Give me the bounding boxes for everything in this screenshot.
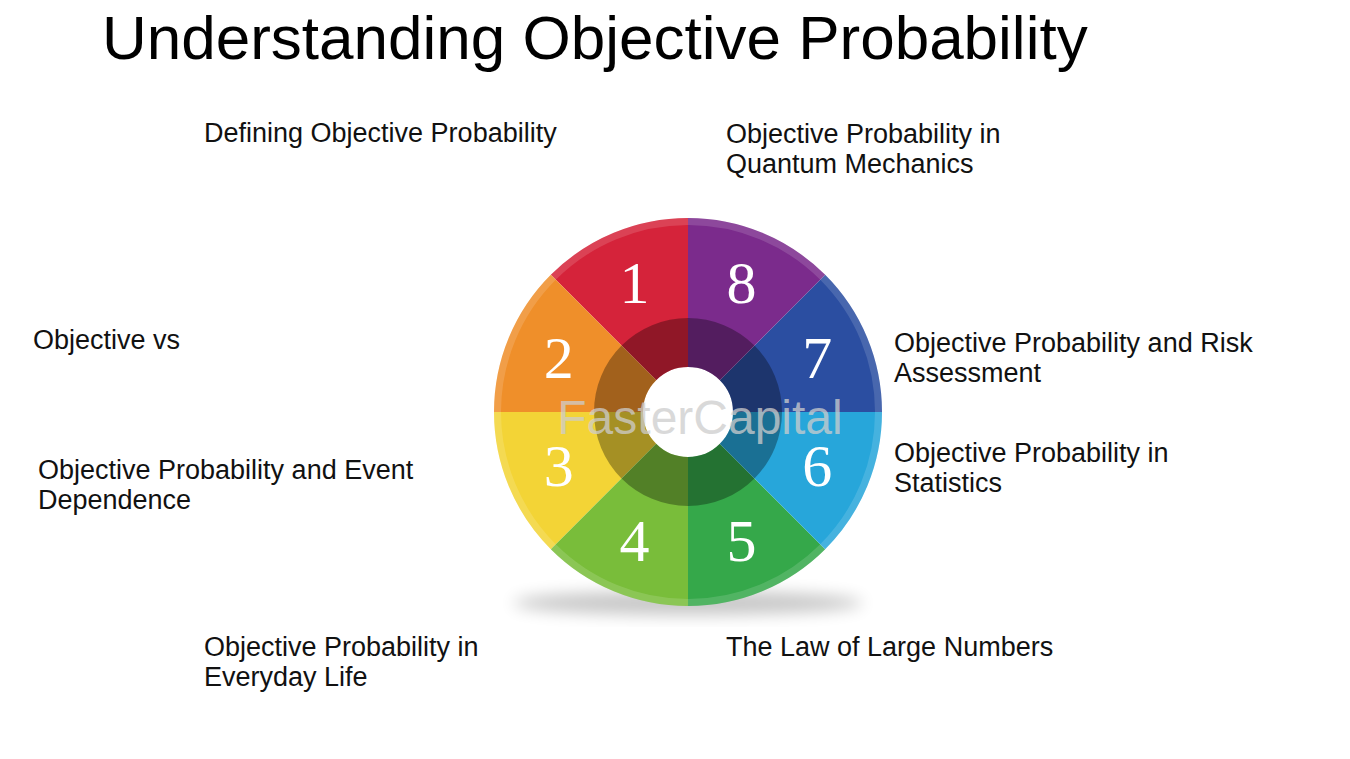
number-holder: 1 — [619, 252, 649, 314]
segment-fill — [494, 275, 656, 412]
callout-number: 1 — [619, 252, 649, 314]
callout-number: 7 — [802, 327, 832, 389]
segment-rim — [688, 218, 825, 280]
watermark: FasterCapital — [557, 393, 842, 443]
segment-rim — [551, 544, 688, 606]
segment-label: Objective vs — [33, 325, 180, 355]
number-holder: 8 — [727, 252, 757, 314]
segment-label: Objective Probability and Event Dependen… — [38, 455, 488, 515]
segment-rim — [688, 544, 825, 606]
callout-number: 2 — [544, 327, 574, 389]
segment-fill — [551, 444, 688, 606]
number-holder: 6 — [802, 435, 832, 497]
segment-label: Defining Objective Probability — [204, 118, 557, 148]
segment-inner-ring — [622, 444, 688, 506]
segment-label: The Law of Large Numbers — [726, 632, 1053, 662]
segment-label: Objective Probability in Statistics — [894, 438, 1234, 498]
segment-label: Objective Probability in Quantum Mechani… — [726, 119, 1066, 179]
segment-label: Objective Probability and Risk Assessmen… — [894, 328, 1334, 388]
number-holder: 3 — [544, 435, 574, 497]
callout-number: 6 — [802, 435, 832, 497]
callout-number: 8 — [727, 252, 757, 314]
title: Understanding Objective Probability — [102, 2, 1088, 74]
number-holder: 7 — [802, 327, 832, 389]
segment-fill — [688, 218, 825, 380]
number-holder: 5 — [727, 510, 757, 572]
callout-number: 5 — [727, 510, 757, 572]
segment-rim — [551, 218, 688, 280]
callout-number: 3 — [544, 435, 574, 497]
number-holder: 4 — [619, 510, 649, 572]
segment-label: Objective Probability in Everyday Life — [204, 632, 544, 692]
callout-number: 4 — [619, 510, 649, 572]
number-holder: 2 — [544, 327, 574, 389]
segment-inner-ring — [688, 318, 754, 380]
